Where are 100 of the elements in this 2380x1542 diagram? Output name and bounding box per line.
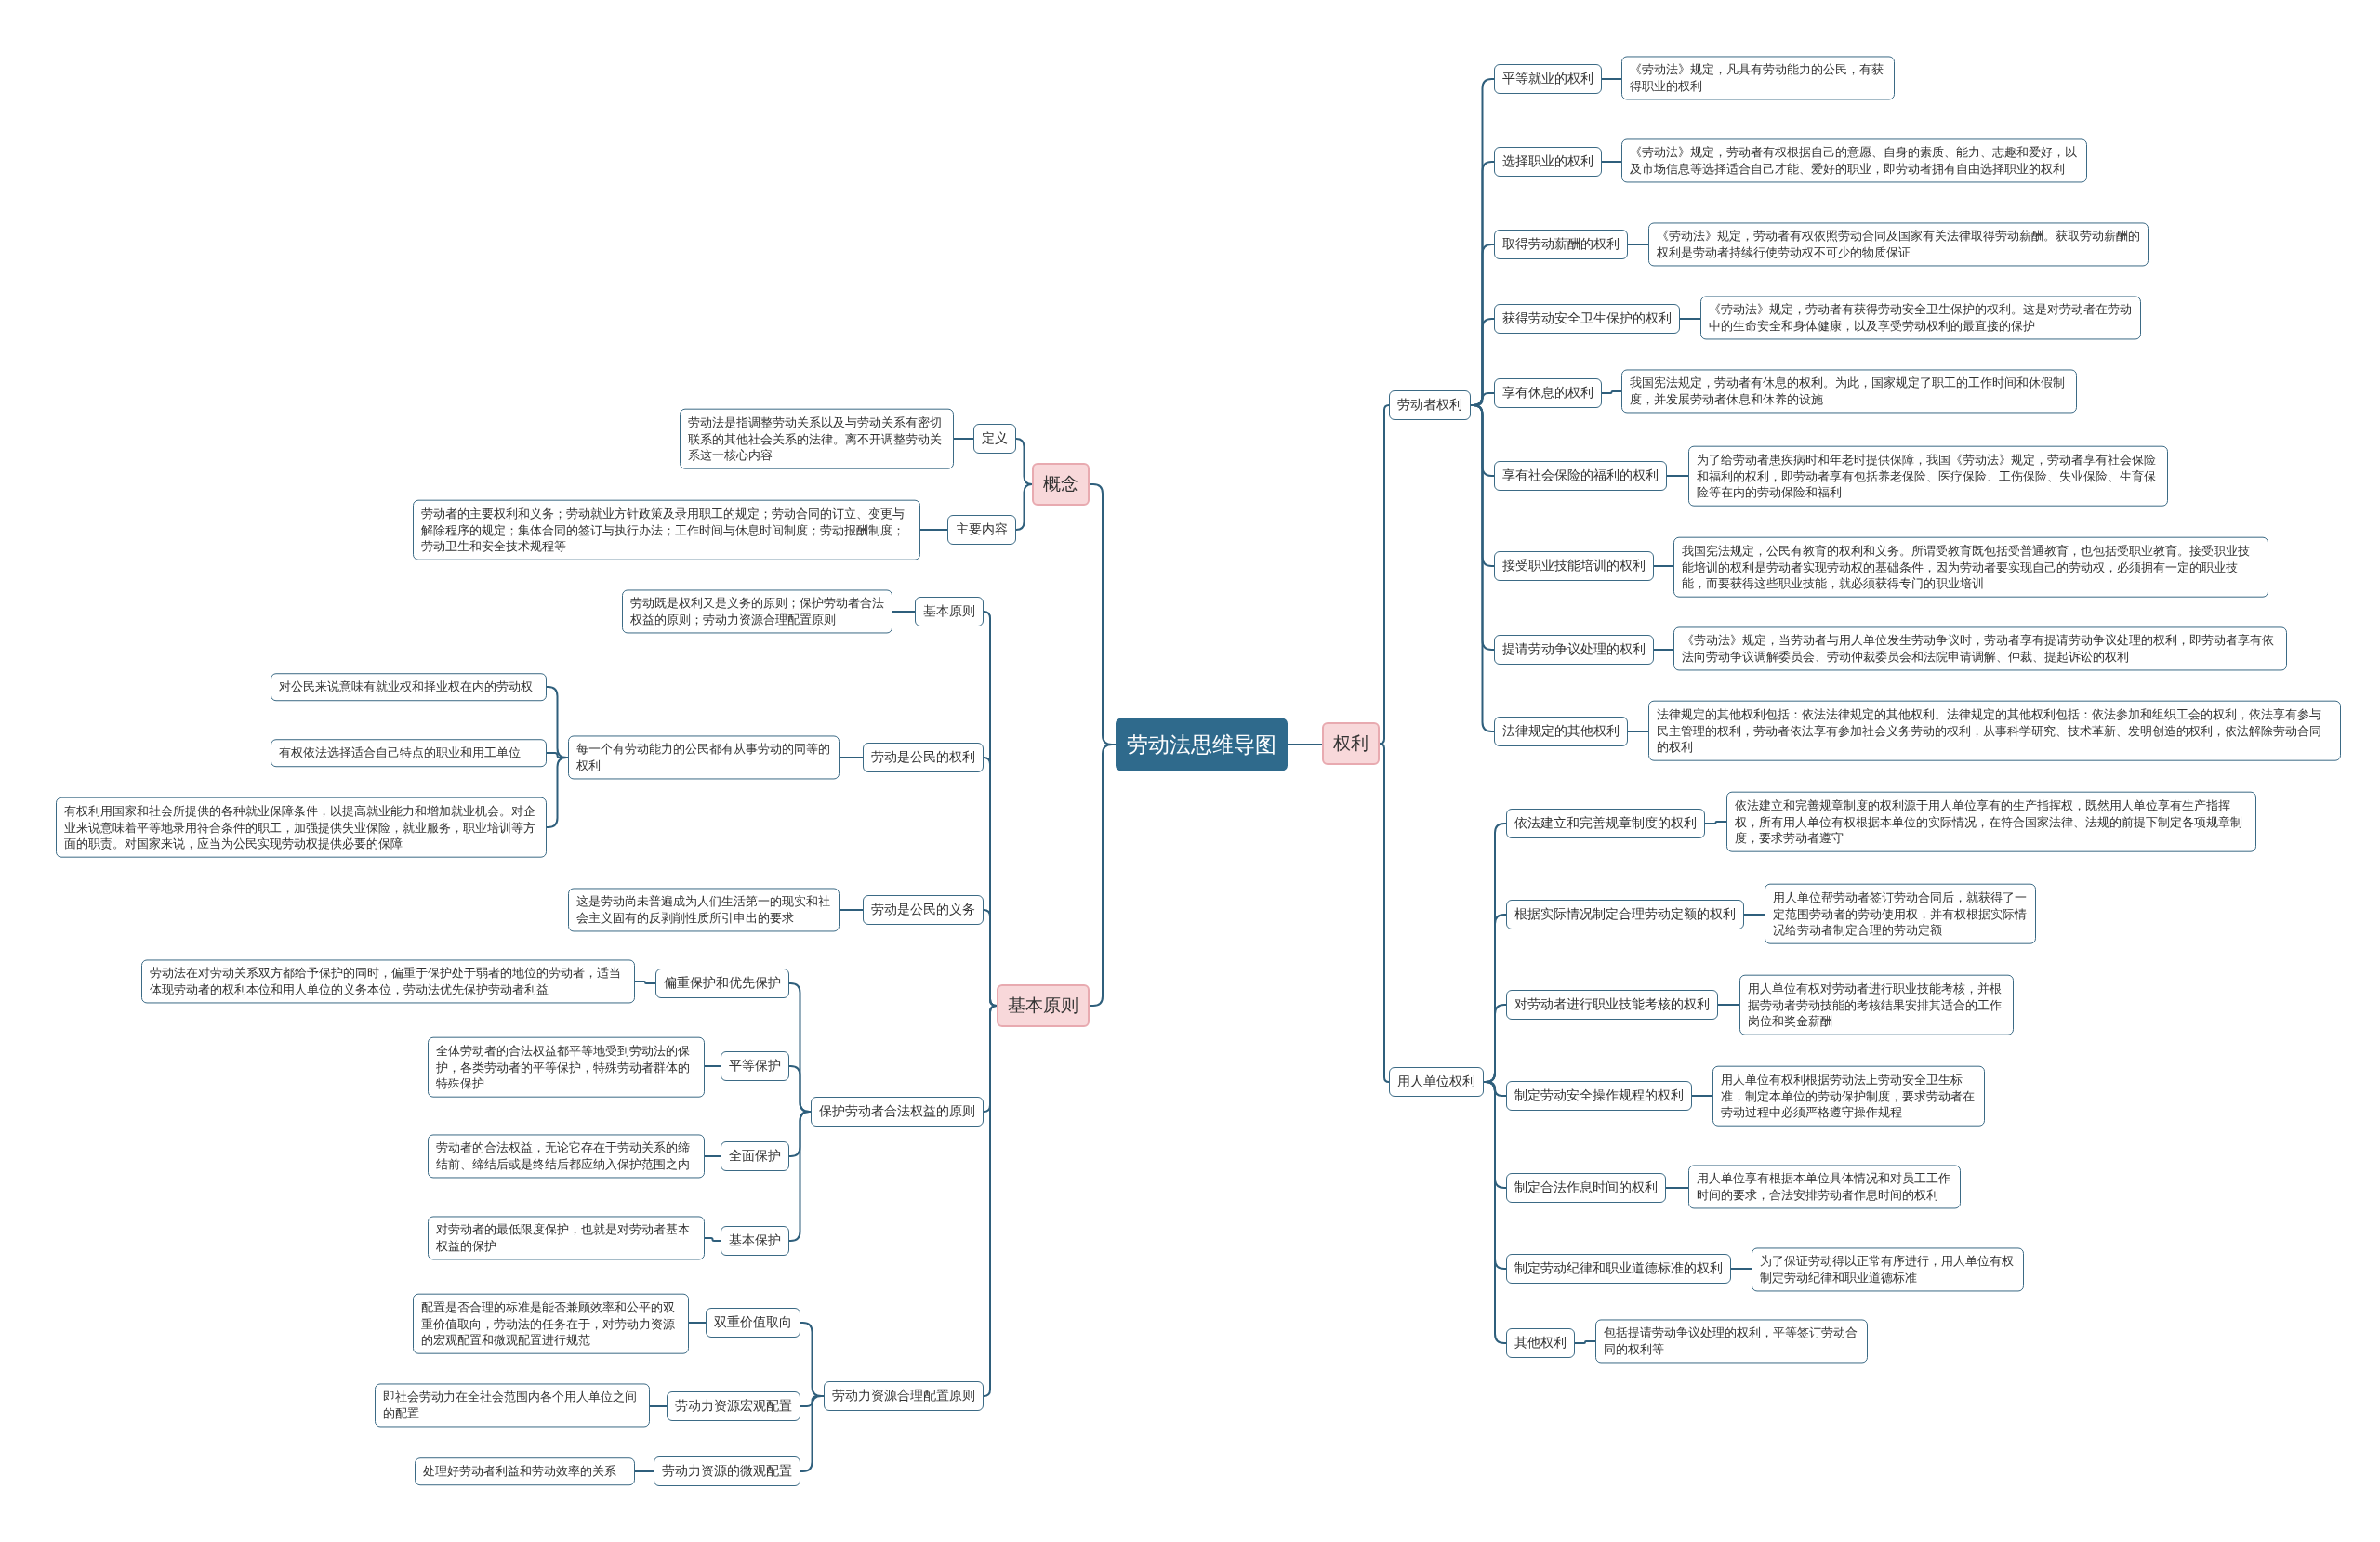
subtopic: 其他权利	[1506, 1328, 1575, 1358]
subtopic: 劳动是公民的义务	[863, 895, 984, 925]
note-text: 全体劳动者的合法权益都平等地受到劳动法的保护，各类劳动者的平等保护，特殊劳动者群体的特殊保护	[428, 1036, 705, 1098]
connector-line	[1627, 731, 1649, 732]
note-text: 对劳动者的最低限度保护，也就是对劳动者基本权益的保护	[428, 1216, 705, 1260]
connector-line	[704, 1237, 721, 1242]
connector-line	[546, 757, 569, 828]
note-text: 《劳动法》规定，凡具有劳动能力的公民，有获得职业的权利	[1621, 56, 1895, 100]
note-text: 劳动者的合法权益，无论它存在于劳动关系的缔结前、缔结后或是终结后都应纳入保护范围之内	[428, 1134, 705, 1179]
connector-line	[983, 1005, 998, 1397]
connector-line	[1665, 1187, 1689, 1189]
subtopic: 取得劳动薪酬的权利	[1494, 230, 1628, 259]
connector-line	[1730, 1268, 1752, 1270]
subtopic: 获得劳动安全卫生保护的权利	[1494, 304, 1680, 334]
connector-line	[634, 981, 656, 984]
main-branch-topic: 权利	[1322, 722, 1380, 765]
subtopic: 用人单位权利	[1389, 1067, 1484, 1097]
note-text: 处理好劳动者利益和劳动效率的关系	[415, 1457, 635, 1485]
main-branch-topic: 概念	[1032, 463, 1090, 506]
subtopic: 制定合法作息时间的权利	[1506, 1173, 1666, 1203]
note-text: 劳动者的主要权利和义务；劳动就业方针政策及录用职工的规定；劳动合同的订立、变更与解除程序的规定；集体合同的签订与执行办法；工作时间与休息时间制度；劳动报酬制度；劳动卫生和安全技术规程等	[413, 499, 920, 560]
subtopic: 平等就业的权利	[1494, 64, 1602, 94]
note-text: 配置是否合理的标准是能否兼顾效率和公平的双重价值取向，劳动法的任务在于，对劳动力资源的宏观配置和微观配置进行规范	[413, 1293, 689, 1354]
connector-line	[892, 611, 916, 613]
subtopic: 基本保护	[721, 1226, 789, 1256]
note-text: 每一个有劳动能力的公民都有从事劳动的同等的权利	[568, 735, 840, 780]
subtopic: 享有社会保险的福利的权利	[1494, 461, 1667, 491]
note-text: 即社会劳动力在全社会范围内各个用人单位之间的配置	[375, 1383, 650, 1428]
connector-line	[1601, 390, 1622, 394]
note-text: 《劳动法》规定，当劳动者与用人单位发生劳动争议时，劳动者享有提请劳动争议处理的权利，即劳动者享有依法向劳动争议调解委员会、劳动仲裁委员会和法院申请调解、仲裁、提起诉讼的权利	[1673, 626, 2287, 671]
subtopic: 劳动力资源宏观配置	[667, 1391, 800, 1421]
subtopic: 依法建立和完善规章制度的权利	[1506, 809, 1705, 838]
note-text: 我国宪法规定，公民有教育的权利和义务。所谓受教育既包括受普通教育，也包括受职业教育。接受职业技能培训的权利是劳动者实现劳动权的基础条件，因为劳动者要实现自己的劳动权，必须拥有一定的职业技能，而要获得这些职业技能，就必须获得专门的职业培训	[1673, 536, 2268, 598]
connector-line	[1379, 743, 1390, 1083]
connector-line	[1574, 1340, 1596, 1344]
connector-line	[1704, 821, 1727, 824]
note-text: 有权利用国家和社会所提供的各种就业保障条件，以提高就业能力和增加就业机会。对企业来说意味着平等地录用符合条件的职工，加强提供失业保险，就业服务，职业培训等方面的职责。对国家来说，应当为公民实现劳动权提供必要的保障	[56, 797, 547, 858]
note-text: 《劳动法》规定，劳动者有权依照劳动合同及国家有关法律取得劳动薪酬。获取劳动薪酬的权利是劳动者持续行使劳动权不可少的物质保证	[1648, 222, 2149, 267]
subtopic: 制定劳动安全操作规程的权利	[1506, 1081, 1692, 1111]
subtopic: 劳动力资源合理配置原则	[824, 1381, 984, 1411]
connector-line	[1483, 1081, 1507, 1344]
subtopic: 选择职业的权利	[1494, 147, 1602, 177]
subtopic: 对劳动者进行职业技能考核的权利	[1506, 990, 1718, 1020]
subtopic: 劳动者权利	[1389, 390, 1471, 420]
subtopic: 法律规定的其他权利	[1494, 717, 1628, 746]
connector-line	[649, 1405, 668, 1407]
connector-line	[1627, 244, 1649, 245]
subtopic: 提请劳动争议处理的权利	[1494, 635, 1654, 665]
central-topic: 劳动法思维导图	[1116, 718, 1288, 771]
note-text: 为了保证劳动得以正常有序进行，用人单位有权制定劳动纪律和职业道德标准	[1752, 1247, 2024, 1292]
subtopic: 全面保护	[721, 1141, 789, 1171]
subtopic: 保护劳动者合法权益的原则	[811, 1097, 984, 1127]
note-text: 《劳动法》规定，劳动者有获得劳动安全卫生保护的权利。这是对劳动者在劳动中的生命安全和身体健康，以及享受劳动权利的最直接的保护	[1700, 296, 2141, 340]
connector-line	[1717, 1004, 1740, 1006]
subtopic: 劳动是公民的权利	[863, 743, 984, 772]
subtopic: 根据实际情况制定合理劳动定额的权利	[1506, 900, 1744, 929]
connector-line	[788, 1111, 812, 1242]
subtopic: 接受职业技能培训的权利	[1494, 551, 1654, 581]
subtopic: 制定劳动纪律和职业道德标准的权利	[1506, 1254, 1731, 1284]
subtopic: 偏重保护和优先保护	[655, 969, 789, 998]
connector-line	[688, 1322, 707, 1324]
note-text: 为了给劳动者患疾病时和年老时提供保障，我国《劳动法》规定，劳动者享有社会保险和福利的权利，即劳动者享有包括养老保险、医疗保险、工伤保险、失业保险、生育保险等在内的劳动保险和福利	[1688, 445, 2168, 507]
subtopic: 定义	[973, 424, 1016, 454]
subtopic: 基本原则	[915, 597, 984, 626]
main-branch-topic: 基本原则	[997, 984, 1090, 1027]
note-text: 用人单位有权对劳动者进行职业技能考核，并根据劳动者劳动技能的考核结果安排其适合的工作岗位和奖金薪酬	[1739, 974, 2014, 1035]
note-text: 这是劳动尚未普遍成为人们生活第一的现实和社会主义固有的反剥削性质所引申出的要求	[568, 888, 840, 932]
note-text: 用人单位享有根据本单位具体情况和对员工工作时间的要求，合法安排劳动者作息时间的权利	[1688, 1165, 1961, 1209]
connector-line	[704, 1065, 721, 1067]
connector-line	[839, 757, 864, 758]
subtopic: 劳动力资源的微观配置	[654, 1456, 800, 1486]
note-text: 用人单位帮劳动者签订劳动合同后，就获得了一定范围劳动者的劳动使用权，并有权根据实际情况给劳动者制定合理的劳动定额	[1765, 883, 2036, 944]
subtopic: 平等保护	[721, 1051, 789, 1081]
connector-line	[1679, 318, 1701, 320]
connector-line	[1743, 914, 1765, 916]
note-text: 依法建立和完善规章制度的权利源于用人单位享有的生产指挥权，既然用人单位享有生产指挥权，所有用人单位有权根据本单位的实际情况，在符合国家法律、法规的前提下制定各项规章制度，要求劳动者遵守	[1726, 791, 2256, 852]
note-text: 《劳动法》规定，劳动者有权根据自己的意愿、自身的素质、能力、志趣和爱好，以及市场信息等选择适合自己才能、爱好的职业，即劳动者拥有自由选择职业的权利	[1621, 138, 2087, 183]
note-text: 有权依法选择适合自己特点的职业和用工单位	[271, 739, 547, 767]
connector-line	[1653, 565, 1674, 567]
connector-line	[1601, 78, 1622, 80]
note-text: 劳动既是权利又是义务的原则；保护劳动者合法权益的原则；劳动力资源合理配置原则	[622, 589, 892, 634]
connector-line	[1601, 161, 1622, 163]
connector-line	[1287, 744, 1323, 745]
connector-line	[919, 529, 948, 531]
note-text: 法律规定的其他权利包括：依法法律规定的其他权利。法律规定的其他权利包括：依法参加和组织工会的权利，依法享有参与民主管理的权利，劳动者依法享有参加社会义务劳动的权利，从事科学研究、技术革新、发明创造的权利，依法解除劳动合同的权利	[1648, 700, 2341, 761]
note-text: 用人单位有权利根据劳动法上劳动安全卫生标准，制定本单位的劳动保护制度，要求劳动者在劳动过程中必须严格遵守操作规程	[1712, 1065, 1985, 1127]
connector-line	[1666, 475, 1689, 477]
connector-line	[953, 438, 974, 440]
connector-line	[1015, 483, 1033, 531]
note-text: 对公民来说意味有就业权和择业权在内的劳动权	[271, 673, 547, 701]
note-text: 我国宪法规定，劳动者有休息的权利。为此，国家规定了职工的工作时间和休假制度，并发展劳动者休息和休养的设施	[1621, 369, 2077, 414]
note-text: 劳动法是指调整劳动关系以及与劳动关系有密切联系的其他社会关系的法律。离不开调整劳动关系这一核心内容	[680, 408, 954, 469]
note-text: 劳动法在对劳动关系双方都给予保护的同时，偏重于保护处于弱者的地位的劳动者，适当体现劳动者的权利本位和用人单位的义务本位，劳动法优先保护劳动者利益	[141, 959, 635, 1004]
connector-line	[634, 1470, 654, 1472]
note-text: 包括提请劳动争议处理的权利，平等签订劳动合同的权利等	[1595, 1319, 1868, 1364]
connector-line	[1691, 1095, 1713, 1097]
connector-line	[1653, 649, 1674, 651]
connector-line	[1379, 404, 1390, 745]
connector-line	[839, 909, 864, 911]
subtopic: 享有休息的权利	[1494, 378, 1602, 408]
